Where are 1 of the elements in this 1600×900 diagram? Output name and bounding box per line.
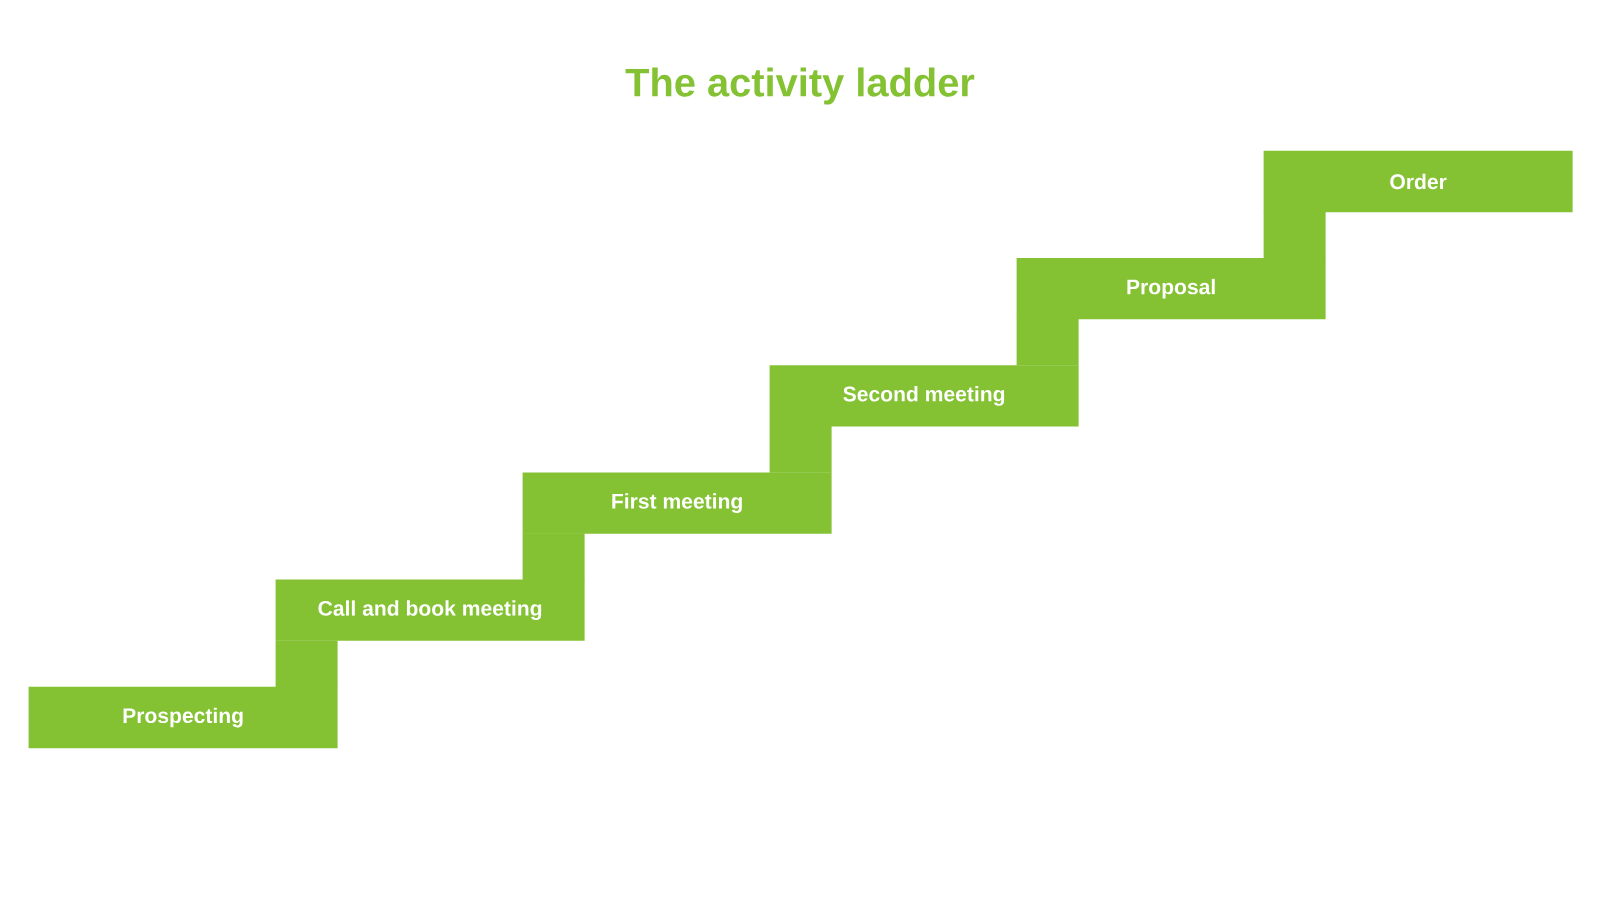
- title: The activity ladder: [625, 67, 975, 105]
